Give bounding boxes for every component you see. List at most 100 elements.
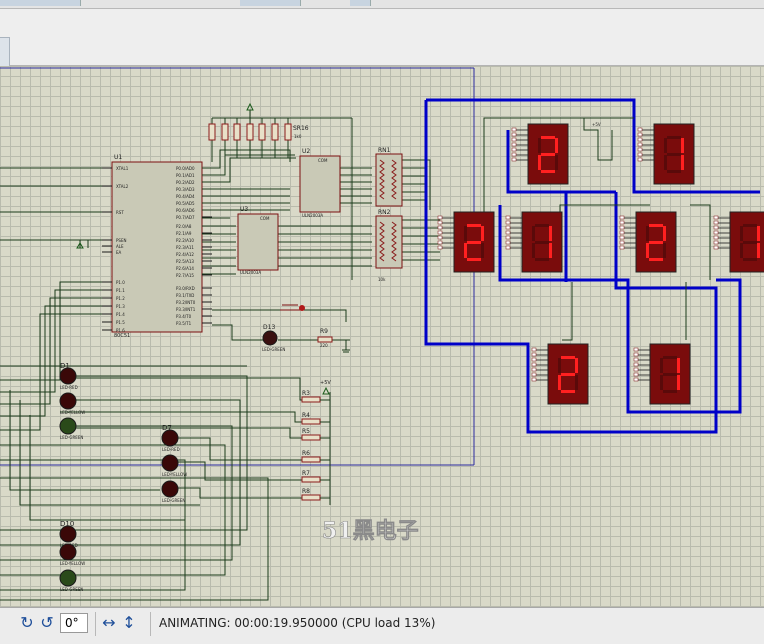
disp-8[interactable] [633,343,691,405]
resistor-network-rn1[interactable]: RN1 [375,147,403,207]
segment-d [467,258,481,261]
mcu-pin-label: EA [116,250,122,255]
led-red [59,367,77,385]
u3-label: U3 [240,206,248,213]
led-green-label: LED-GREEN [162,498,185,503]
led-green [59,569,77,587]
segment-a [535,224,549,227]
u3-part-label: ULN2003A [240,270,261,275]
mcu-pin-label: XTAL2 [116,184,129,189]
segment-c [549,243,552,258]
vcc-label: +5V [592,122,601,127]
push-button[interactable] [280,304,305,311]
segment-c [481,243,484,258]
vcc-label: +5V [320,380,331,386]
disp-6[interactable] [713,211,764,273]
panel-toggle-button[interactable] [0,37,10,67]
segment-d [649,258,663,261]
segment-b [549,226,552,241]
segment-b [681,138,684,153]
mcu-label: U1 [114,154,122,161]
resistor-r9[interactable]: R9 220 [317,328,350,353]
toolbar-area [0,9,764,67]
divider [95,612,96,636]
blue-bus [424,98,760,434]
window-title-bar [0,0,764,9]
mcu-pin-label: P0.2/AD2 [176,180,195,185]
mcu-pin-label: P0.1/AD1 [176,173,195,178]
segment-a [649,224,663,227]
segment-f [464,226,467,241]
segment-d [535,258,549,261]
mcu-pin-label: P3.2/INT0 [176,300,196,305]
driver-u2[interactable]: U2 COM ULN2003A [299,148,341,218]
segment-d [541,170,555,173]
d10-label: D10 [60,520,74,528]
segment-a [663,356,677,359]
schematic-drawing[interactable]: U1 80C51 XTAL1XTAL2RSTPSENALEEAP1.0P1.1P… [0,66,764,607]
mcu-pin-label: P0.0/AD0 [176,166,195,171]
disp-1[interactable] [511,123,569,185]
rotate-counterclockwise-icon[interactable]: ↺ [40,613,54,632]
disp-7[interactable] [531,343,589,405]
mcu-pin-label: P2.4/A12 [176,252,194,257]
tab-segment[interactable] [240,0,301,6]
resistor [301,418,321,425]
simulation-status: ANIMATING: 00:00:19.950000 (CPU load 13%… [159,616,436,630]
wire-group [0,167,350,601]
segment-f [558,358,561,373]
mcu-pin-label: XTAL1 [116,166,129,171]
led-group-d7[interactable]: D7 LED-RED LED-YELLOW LED-GREEN [161,424,187,503]
segment-a [743,224,757,227]
mcu-pin-label: P0.3/AD3 [176,187,195,192]
tab-segment[interactable] [350,0,371,6]
watermark-text: 51黑电子 [322,518,419,544]
disp-3[interactable] [437,211,495,273]
led-group-d10[interactable]: D10 LED-RED LED-YELLOW LED-GREEN [59,520,85,592]
segment-c [555,155,558,170]
led-group-d1[interactable]: D1 LED-RED LED-YELLOW LED-GREEN [59,362,85,440]
led-yellow-label: LED-YELLOW [162,472,187,477]
segment-b [481,226,484,241]
segment-g [743,241,757,244]
rotation-input[interactable] [60,613,88,633]
resistor-network-rn2[interactable]: RN2 10k [375,209,403,282]
rotate-clockwise-icon[interactable]: ↻ [20,613,34,632]
segment-c [575,375,578,390]
u2-label: U2 [302,148,310,155]
led-yellow-label: LED-YELLOW [60,561,85,566]
display-wires [483,117,711,341]
mcu-u1[interactable]: U1 80C51 XTAL1XTAL2RSTPSENALEEAP1.0P1.1P… [102,154,212,339]
segment-c [757,243,760,258]
segment-f [740,226,743,241]
disp-2[interactable] [637,123,695,185]
flip-horizontal-icon[interactable]: ↔ [102,613,116,632]
d13-label: D13 [263,324,275,331]
disp-4[interactable] [505,211,563,273]
resistor-label: R4 [302,412,310,419]
mcu-pin-label: P3.5/T1 [176,321,192,326]
u2-com-label: COM [318,158,328,163]
mcu-pin-label: P3.1/TXD [176,293,194,298]
segment-a [561,356,575,359]
driver-u3[interactable]: U3 COM ULN2003A [237,206,279,275]
flip-vertical-icon[interactable]: ↕ [122,613,136,632]
mcu-pin-label: P1.6 [116,328,125,333]
mcu-pin-label: P2.0/A8 [176,224,192,229]
segment-e [740,243,743,258]
led-yellow [161,454,179,472]
resistor-array-sr16[interactable]: SR16 1k0 [208,102,309,141]
disp-5[interactable] [619,211,677,273]
segment-e [660,375,663,390]
mcu-pin-label: P1.5 [116,320,125,325]
mcu-pin-label: P3.4/T0 [176,314,192,319]
led-d13[interactable]: D13 LED-GREEN [262,324,285,352]
tab-segment[interactable] [0,0,81,6]
r9-value: 220 [320,343,328,348]
segment-g [663,373,677,376]
resistor-label: R6 [302,450,310,457]
segment-g [535,241,549,244]
resistor-label: R5 [302,428,310,435]
